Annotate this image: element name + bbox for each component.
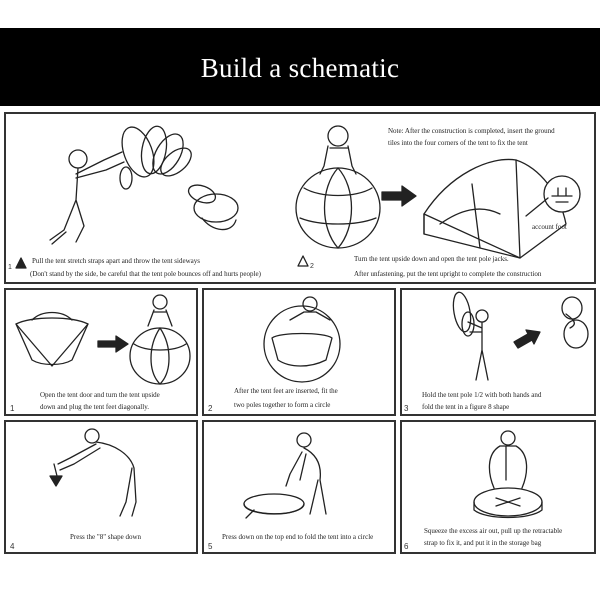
step-1-caption-2: down and plug the tent feet diagonally. (40, 403, 149, 411)
top-mid-caption-1: Turn the tent upside down and open the t… (354, 255, 509, 263)
person-throwing-tent-illustration (49, 125, 239, 245)
step-5-caption-1: Press down on the top end to fold the te… (222, 533, 374, 541)
page-title: Build a schematic (200, 52, 400, 83)
top-mid-caption-2: After unfastening, put the tent upright … (354, 270, 542, 278)
person-folding-circle-illustration (243, 432, 327, 519)
person-with-tent-illustration (129, 294, 191, 385)
top-left-caption-2: (Don't stand by the side, be careful tha… (30, 270, 261, 278)
step-5-number: 5 (208, 542, 213, 551)
person-pressing-down-illustration (49, 428, 137, 517)
step-panel-6: Squeeze the excess air out, pull up the … (400, 420, 596, 554)
top-left-caption-1: Pull the tent stretch straps apart and t… (32, 257, 200, 265)
upside-down-tent-illustration (15, 311, 89, 367)
top-step-number-1: 1 (8, 264, 12, 271)
person-compressing-bag-illustration (473, 430, 543, 519)
step-2-caption-2: two poles together to form a circle (234, 401, 331, 409)
step-panel-1: Open the tent door and turn the tent ups… (4, 288, 198, 416)
warning-icon (15, 257, 27, 269)
title-banner: Build a schematic (0, 28, 600, 106)
step-2-caption-1: After the tent feet are inserted, fit th… (234, 387, 338, 395)
step-1-number: 1 (10, 404, 15, 413)
top-panel: Pull the tent stretch straps apart and t… (4, 112, 596, 284)
step-2-number: 2 (208, 404, 213, 413)
top-note-line-2: tiles into the four corners of the tent … (388, 139, 528, 147)
step-4-caption-1: Press the "8" shape down (70, 533, 142, 541)
person-folding-figure-eight-illustration (452, 291, 489, 381)
ground-stake-callout (543, 175, 581, 213)
step-panel-2: After the tent feet are inserted, fit th… (202, 288, 396, 416)
warning-icon (297, 255, 309, 267)
arrow-right-icon (381, 185, 417, 207)
callout-pointer (525, 197, 549, 217)
top-step-number-2: 2 (310, 263, 314, 270)
person-on-tent-ball-illustration (295, 125, 381, 249)
step-1-caption-1: Open the tent door and turn the tent ups… (40, 391, 160, 399)
top-note-line-1: Note: After the construction is complete… (388, 127, 555, 135)
step-3-caption-1: Hold the tent pole 1/2 with both hands a… (422, 391, 542, 399)
arrow-right-icon (513, 329, 541, 349)
step-panel-5: Press down on the top end to fold the te… (202, 420, 396, 554)
step-3-caption-2: fold the tent in a figure 8 shape (422, 403, 510, 411)
step-panel-4: Press the "8" shape down 4 (4, 420, 198, 554)
callout-label: account foot (532, 223, 567, 231)
step-6-caption-1: Squeeze the excess air out, pull up the … (424, 527, 563, 535)
pole-circle-illustration (263, 296, 341, 383)
step-panel-3: Hold the tent pole 1/2 with both hands a… (400, 288, 596, 416)
step-4-number: 4 (10, 542, 15, 551)
step-6-caption-2: strap to fix it, and put it in the stora… (424, 539, 542, 547)
step-3-number: 3 (404, 404, 409, 413)
arrow-right-icon (97, 335, 129, 353)
figure-eight-shape-illustration (561, 296, 589, 349)
tent-illustration (423, 158, 567, 259)
step-6-number: 6 (404, 542, 409, 551)
